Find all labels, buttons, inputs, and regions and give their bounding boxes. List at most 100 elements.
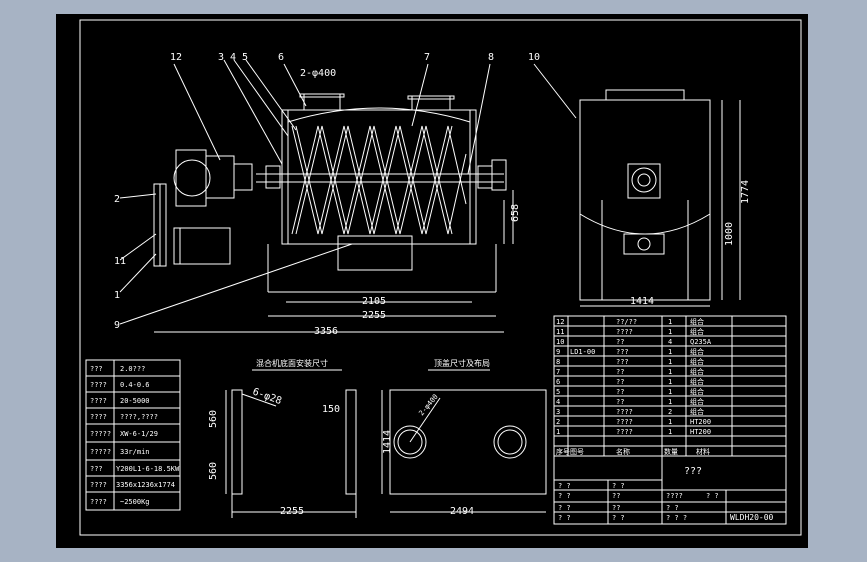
part-name: ????	[616, 328, 633, 336]
part-qty: 1	[668, 428, 672, 436]
part-material: HT200	[690, 418, 711, 426]
tb-cell-4: ? ?	[706, 492, 719, 500]
foundation-dim-a: 560	[208, 410, 219, 428]
part-name: ???	[616, 348, 629, 356]
dim-height-body: 1000	[724, 222, 735, 246]
part-qty: 1	[668, 348, 672, 356]
tb-cell-6: ??	[612, 504, 620, 512]
foundation-plan	[225, 369, 357, 518]
part-qty: 1	[668, 318, 672, 326]
foundation-dim-b: 560	[208, 462, 219, 480]
balloon-9: 9	[114, 320, 120, 331]
part-qty: 2	[668, 408, 672, 416]
tb-cell-11: ? ?	[612, 482, 625, 490]
spec-val-7: Y200L1-6-18.5KW	[116, 465, 180, 473]
part-material: 组合	[690, 347, 704, 356]
part-material: 组合	[690, 377, 704, 386]
part-name: ????	[616, 428, 633, 436]
part-material: 组合	[690, 397, 704, 406]
part-no: 8	[556, 358, 560, 366]
balloon-11: 11	[114, 256, 126, 267]
title-block-grid	[553, 455, 787, 525]
foundation-title: 混合机底面安装尺寸	[256, 358, 328, 368]
balloon-4: 4	[230, 52, 236, 63]
part-name: ??	[616, 378, 624, 386]
part-no: 10	[556, 338, 564, 346]
part-material: Q235A	[690, 338, 712, 346]
spec-val-6: 33r/min	[120, 448, 150, 456]
balloon-6: 6	[278, 52, 284, 63]
lid-dim-width: 2494	[450, 506, 474, 517]
part-material: 组合	[690, 387, 704, 396]
part-name: ??	[616, 388, 624, 396]
spec-key-2: ????	[90, 381, 107, 389]
parts-list: 12 ??/?? 1 组合 11 ???? 1 组合 10 ?? 4 Q235A…	[556, 317, 712, 456]
part-name: ???	[616, 358, 629, 366]
inner-frame	[79, 19, 802, 536]
part-no: 12	[556, 318, 564, 326]
tb-cell-5: ? ?	[558, 504, 571, 512]
spec-val-3: 20-5000	[120, 397, 150, 405]
part-qty: 4	[668, 338, 672, 346]
spec-key-4: ????	[90, 413, 107, 421]
tb-cell-8: ? ?	[612, 514, 625, 522]
dim-height-total: 1774	[740, 180, 751, 204]
balloon-1: 1	[114, 290, 120, 301]
header-name: 名称	[616, 447, 630, 456]
part-material: HT200	[690, 428, 711, 436]
front-view	[119, 59, 514, 333]
spec-key-3: ????	[90, 397, 107, 405]
spec-val-8: 3356x1236x1774	[116, 481, 175, 489]
part-no: 3	[556, 408, 560, 416]
part-no: 6	[556, 378, 560, 386]
header-no: 序号	[556, 447, 570, 456]
part-name: ??	[616, 368, 624, 376]
dim-height: 658	[510, 204, 521, 222]
part-qty: 1	[668, 398, 672, 406]
title-center: ???	[684, 466, 702, 477]
part-qty: 1	[668, 378, 672, 386]
parts-list-grid	[553, 315, 787, 457]
balloon-12: 12	[170, 52, 182, 63]
part-name: ????	[616, 418, 633, 426]
part-qty: 1	[668, 388, 672, 396]
part-name: ??/??	[616, 318, 637, 326]
dim-width: 1414	[630, 296, 654, 307]
part-name: ??	[616, 338, 624, 346]
part-qty: 1	[668, 418, 672, 426]
part-material: 组合	[690, 407, 704, 416]
dim-inner: 2105	[362, 296, 386, 307]
balloon-8: 8	[488, 52, 494, 63]
lid-pipe-callout: 2-φ400	[417, 393, 439, 418]
part-code: LD1-00	[570, 348, 595, 356]
tb-cell-9: ? ? ?	[666, 514, 687, 522]
tb-cell-3: ????	[666, 492, 683, 500]
spec-val-9: ~2500Kg	[120, 498, 150, 506]
part-no: 7	[556, 368, 560, 376]
spec-key-1: ???	[90, 365, 103, 373]
spec-table	[85, 359, 181, 511]
tb-cell-12: ? ?	[666, 504, 679, 512]
part-material: 组合	[690, 327, 704, 336]
part-no: 1	[556, 428, 560, 436]
drawing-number: WLDH20-00	[730, 513, 774, 522]
part-qty: 1	[668, 358, 672, 366]
tb-cell-10: ? ?	[558, 482, 571, 490]
part-qty: 1	[668, 368, 672, 376]
side-view	[533, 63, 741, 307]
tb-cell-2: ??	[612, 492, 620, 500]
dim-overall: 3356	[314, 326, 338, 337]
dim-feet-span: 2255	[362, 310, 386, 321]
lid-dim-height: 1414	[382, 430, 393, 454]
spec-val-4: ????,????	[120, 413, 158, 421]
part-material: 组合	[690, 317, 704, 326]
spec-val-2: 0.4-0.6	[120, 381, 150, 389]
spec-key-7: ???	[90, 465, 103, 473]
part-no: 5	[556, 388, 560, 396]
foundation-hole-callout: 6-φ28	[251, 386, 283, 407]
lid-plan	[381, 369, 547, 513]
pipe-callout: 2-φ400	[300, 68, 336, 79]
balloon-10: 10	[528, 52, 540, 63]
header-code: 图号	[570, 448, 584, 456]
balloon-3: 3	[218, 52, 224, 63]
